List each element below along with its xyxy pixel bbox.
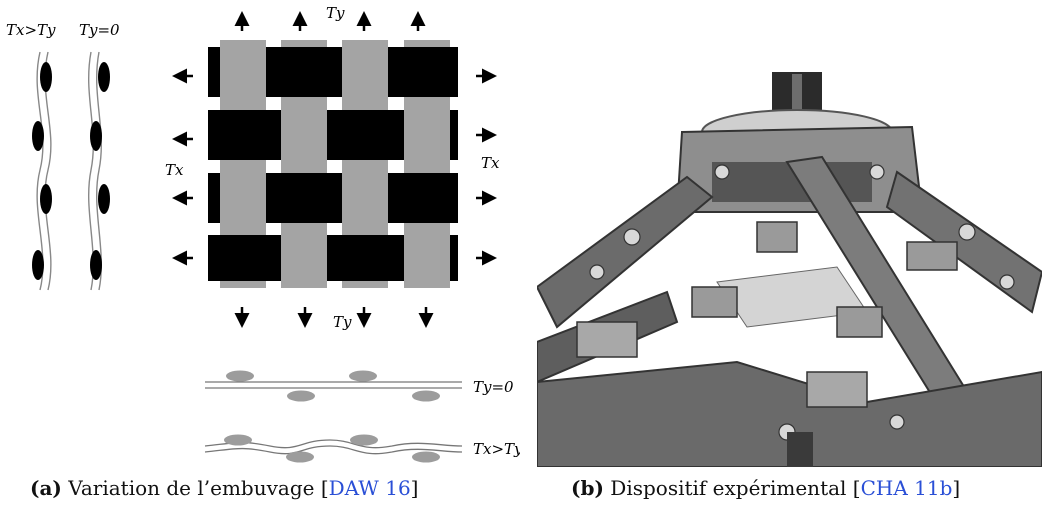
caption-a-citation[interactable]: DAW 16 [328, 476, 411, 500]
caption-b: (b) Dispositif expérimental [CHA 11b] [571, 476, 960, 500]
label-ty-bottom: Ty [333, 313, 352, 331]
caption-b-text: Dispositif expérimental [ [610, 476, 861, 500]
tension-arrows-left [172, 68, 193, 266]
cross-section-ty-0 [205, 370, 462, 402]
label-ty-top: Ty [326, 4, 345, 22]
label-tx-left: Tx [165, 161, 184, 179]
caption-b-close: ] [952, 476, 961, 500]
tension-arrows-right [476, 68, 497, 266]
label-cross-tx-gt-ty: Tx>Ty [473, 440, 520, 458]
weft-sections-tx-gt-ty [32, 62, 52, 280]
cross-section-tx-gt-ty [204, 434, 463, 463]
caption-a-tag: (a) [30, 476, 62, 500]
caption-a: (a) Variation de l’embuvage [DAW 16] [30, 476, 418, 500]
tension-arrows-top [234, 11, 426, 31]
tension-arrows-bottom [234, 307, 434, 328]
label-ty-0: Ty=0 [79, 21, 120, 39]
caption-b-citation[interactable]: CHA 11b [860, 476, 953, 500]
label-tx-right: Tx [481, 154, 500, 172]
label-cross-ty-0: Ty=0 [473, 378, 514, 396]
label-tx-gt-ty: Tx>Ty [6, 21, 56, 39]
caption-a-close: ] [410, 476, 419, 500]
caption-a-text: Variation de l’embuvage [ [68, 476, 329, 500]
weft-sections-ty-0 [90, 62, 110, 280]
crimp-variation-figure: Tx>Ty Ty=0 [0, 0, 523, 470]
caption-b-tag: (b) [571, 476, 604, 500]
experimental-device-photo [535, 72, 1044, 468]
fabric-weave [208, 40, 458, 288]
